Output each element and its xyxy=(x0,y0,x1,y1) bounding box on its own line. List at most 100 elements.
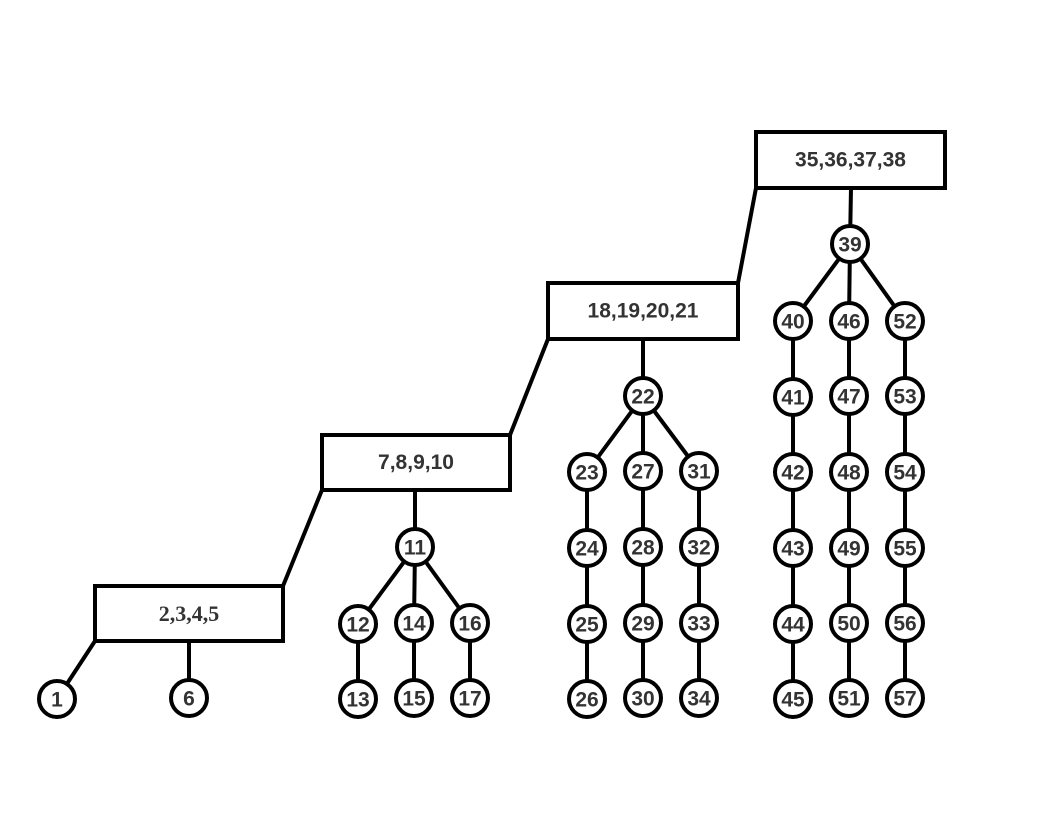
node-39: 39 xyxy=(830,224,870,264)
node-23: 23 xyxy=(567,452,607,492)
node-label: 56 xyxy=(893,613,916,636)
node-circle xyxy=(338,604,378,644)
node-circle xyxy=(885,678,925,718)
node-circle xyxy=(679,603,719,643)
node-25: 25 xyxy=(567,604,607,644)
node-label: 42 xyxy=(781,462,804,485)
node-label: 16 xyxy=(458,613,481,636)
node-circle xyxy=(885,528,925,568)
node-label: 1 xyxy=(51,689,63,712)
node-50: 50 xyxy=(829,603,869,643)
node-circle xyxy=(679,527,719,567)
node-53: 53 xyxy=(885,376,925,416)
node-circle xyxy=(829,603,869,643)
node-label: 43 xyxy=(781,538,804,561)
node-label: 53 xyxy=(893,386,916,409)
node-label: 14 xyxy=(402,613,426,636)
node-48: 48 xyxy=(829,452,869,492)
node-circle xyxy=(829,678,869,718)
group-box-label: 7,8,9,10 xyxy=(378,451,454,474)
group-box-frame xyxy=(546,281,740,341)
node-circle xyxy=(830,224,870,264)
group-box-b4: 35,36,37,38 xyxy=(754,130,947,190)
node-label: 55 xyxy=(893,538,917,561)
node-11: 11 xyxy=(395,527,435,567)
node-label: 32 xyxy=(687,537,710,560)
node-52: 52 xyxy=(885,301,925,341)
node-circle xyxy=(773,377,813,417)
node-label: 46 xyxy=(837,311,860,334)
node-label: 31 xyxy=(687,461,711,484)
group-box-b2: 7,8,9,10 xyxy=(320,433,512,492)
node-circle xyxy=(623,451,663,491)
node-label: 28 xyxy=(631,537,655,560)
node-label: 34 xyxy=(687,688,711,711)
node-27: 27 xyxy=(623,451,663,491)
group-box-label: 35,36,37,38 xyxy=(795,149,906,172)
node-label: 51 xyxy=(837,688,861,711)
node-circle xyxy=(567,679,607,719)
node-14: 14 xyxy=(394,603,434,643)
node-1: 1 xyxy=(37,679,77,719)
node-42: 42 xyxy=(773,452,813,492)
node-51: 51 xyxy=(829,678,869,718)
node-label: 40 xyxy=(781,311,804,334)
node-circle xyxy=(885,603,925,643)
node-15: 15 xyxy=(394,678,434,718)
node-label: 26 xyxy=(575,689,598,712)
node-45: 45 xyxy=(773,679,813,719)
node-circle xyxy=(623,678,663,718)
node-label: 17 xyxy=(458,688,481,711)
node-43: 43 xyxy=(773,528,813,568)
node-circle xyxy=(450,678,490,718)
node-circle xyxy=(623,527,663,567)
node-30: 30 xyxy=(623,678,663,718)
node-22: 22 xyxy=(623,376,663,416)
node-label: 11 xyxy=(404,537,427,560)
group-box-frame xyxy=(320,433,512,492)
node-circle xyxy=(829,376,869,416)
node-circle xyxy=(885,452,925,492)
node-circle xyxy=(679,678,719,718)
group-box-label: 18,19,20,21 xyxy=(588,300,699,323)
edge-b2-b3 xyxy=(508,337,550,437)
node-label: 13 xyxy=(346,689,369,712)
node-label: 48 xyxy=(837,462,861,485)
node-circle xyxy=(679,451,719,491)
node-label: 50 xyxy=(837,613,860,636)
node-label: 41 xyxy=(781,387,805,410)
node-label: 27 xyxy=(631,461,654,484)
node-circle xyxy=(773,679,813,719)
node-29: 29 xyxy=(623,603,663,643)
edge-b1-b2 xyxy=(281,488,324,588)
node-26: 26 xyxy=(567,679,607,719)
edge-b3-b4 xyxy=(736,186,758,285)
node-label: 24 xyxy=(575,538,599,561)
node-circle xyxy=(773,452,813,492)
node-circle xyxy=(623,376,663,416)
node-6: 6 xyxy=(169,678,209,718)
node-circle xyxy=(450,603,490,643)
group-box-b1: 2,3,4,5 xyxy=(93,584,285,643)
node-47: 47 xyxy=(829,376,869,416)
node-46: 46 xyxy=(829,301,869,341)
node-circle xyxy=(37,679,77,719)
node-label: 29 xyxy=(631,613,654,636)
node-circle xyxy=(885,376,925,416)
node-24: 24 xyxy=(567,528,607,568)
node-label: 15 xyxy=(402,688,426,711)
node-55: 55 xyxy=(885,528,925,568)
group-box-label: 2,3,4,5 xyxy=(159,601,220,626)
node-31: 31 xyxy=(679,451,719,491)
node-54: 54 xyxy=(885,452,925,492)
node-label: 30 xyxy=(631,688,654,711)
node-circle xyxy=(169,678,209,718)
node-circle xyxy=(829,452,869,492)
node-16: 16 xyxy=(450,603,490,643)
node-label: 33 xyxy=(687,613,710,636)
node-56: 56 xyxy=(885,603,925,643)
node-circle xyxy=(829,301,869,341)
node-44: 44 xyxy=(773,604,813,644)
node-41: 41 xyxy=(773,377,813,417)
